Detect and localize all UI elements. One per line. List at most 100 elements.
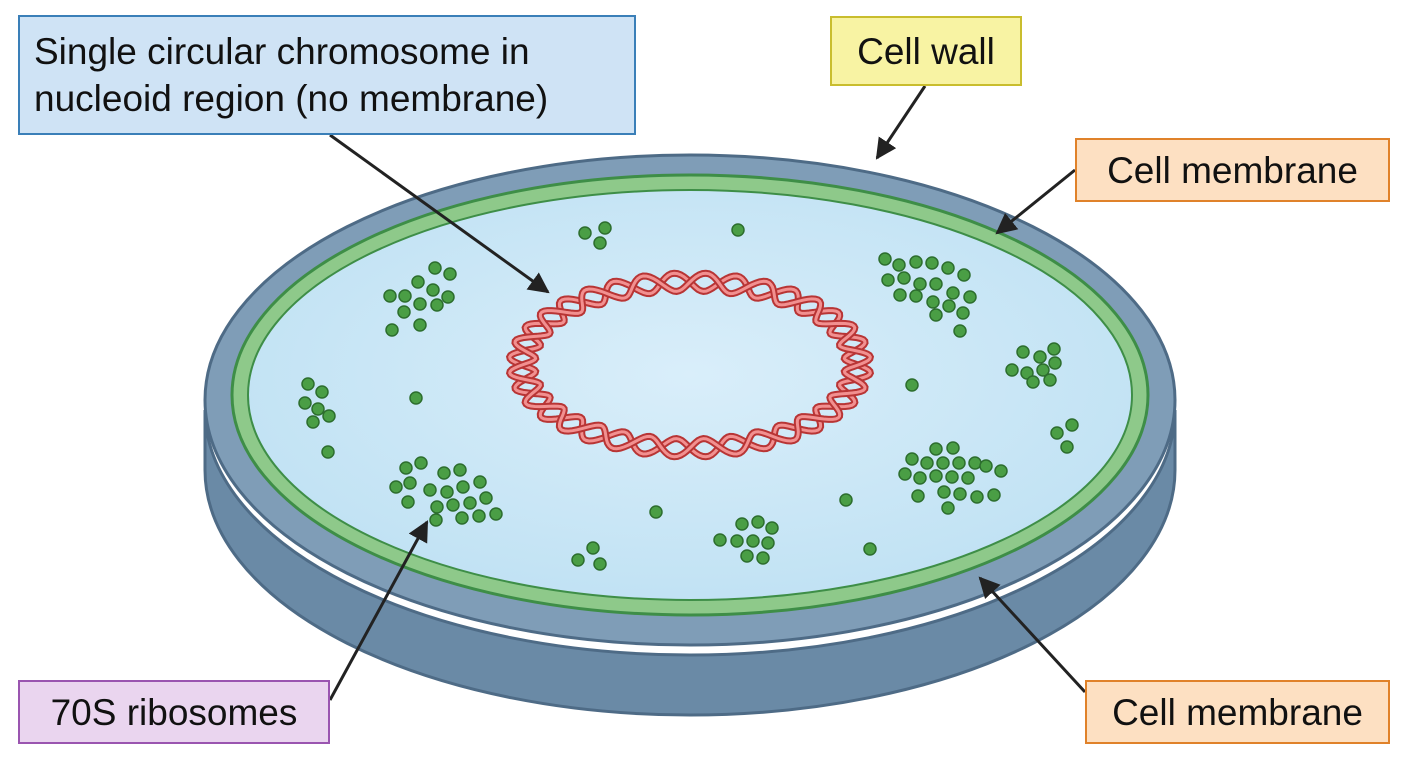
ribosome-dot-icon — [731, 223, 745, 237]
ribosome-dot-icon — [929, 442, 943, 456]
ribosome-dot-icon — [929, 277, 943, 291]
chromosome-strand-b — [508, 271, 872, 459]
ribosome-dot-icon — [937, 485, 951, 499]
ribosome-dot-icon — [441, 290, 455, 304]
ribosome-cluster — [898, 441, 1008, 515]
ribosome-dot-icon — [953, 487, 967, 501]
ribosome-dot-icon — [1036, 363, 1050, 377]
ribosome-dot-icon — [713, 533, 727, 547]
ribosome-dot-icon — [306, 415, 320, 429]
ribosome-dot-icon — [1026, 375, 1040, 389]
ribosome-dot-icon — [765, 521, 779, 535]
ribosome-cluster — [731, 223, 745, 237]
ribosome-dot-icon — [409, 391, 423, 405]
ribosome-dot-icon — [925, 256, 939, 270]
cell-membrane-bottom-label: Cell membrane — [1085, 680, 1390, 744]
ribosome-dot-icon — [913, 471, 927, 485]
ribosome-dot-icon — [443, 267, 457, 281]
ribosome-dot-icon — [941, 501, 955, 515]
ribosome-dot-icon — [578, 226, 592, 240]
ribosome-dot-icon — [994, 464, 1008, 478]
ribosome-dot-icon — [892, 258, 906, 272]
ribosome-dot-icon — [987, 488, 1001, 502]
ribosome-dot-icon — [423, 483, 437, 497]
ribosome-dot-icon — [446, 498, 460, 512]
ribosome-dot-icon — [1033, 350, 1047, 364]
ribosome-dot-icon — [936, 456, 950, 470]
ribosome-dot-icon — [730, 534, 744, 548]
ribosome-dot-icon — [598, 221, 612, 235]
chromosome-label-line-1: Single circular chromosome in — [34, 31, 530, 72]
ribosome-cluster — [298, 377, 336, 429]
ribosome-dot-icon — [456, 480, 470, 494]
ribosome-dot-icon — [301, 377, 315, 391]
ribosome-dot-icon — [945, 470, 959, 484]
ribosome-dot-icon — [897, 271, 911, 285]
ribosome-dot-icon — [963, 290, 977, 304]
cell-membrane-top-label: Cell membrane — [1075, 138, 1390, 202]
ribosome-dot-icon — [403, 476, 417, 490]
ribosome-dot-icon — [946, 441, 960, 455]
cell-membrane-bottom-label-text: Cell membrane — [1112, 691, 1363, 733]
cytoplasm — [247, 189, 1133, 601]
ribosome-dot-icon — [649, 505, 663, 519]
chromosome-label-line-2: nucleoid region (no membrane) — [34, 78, 549, 119]
ribosome-dot-icon — [383, 289, 397, 303]
ribosome-dot-icon — [414, 456, 428, 470]
arrow-ribosomes — [328, 520, 429, 701]
ribosome-dot-icon — [909, 255, 923, 269]
ribosome-dot-icon — [428, 261, 442, 275]
ribosome-dot-icon — [1048, 356, 1062, 370]
ribosome-dot-icon — [455, 511, 469, 525]
ribosome-cluster — [409, 391, 423, 405]
ribosome-clusters — [298, 221, 1079, 571]
ribosome-dot-icon — [463, 496, 477, 510]
ribosome-dot-icon — [453, 463, 467, 477]
ribosome-dot-icon — [898, 467, 912, 481]
ribosome-dot-icon — [863, 542, 877, 556]
ribosome-dot-icon — [761, 536, 775, 550]
ribosome-dot-icon — [315, 385, 329, 399]
ribosome-dot-icon — [926, 295, 940, 309]
leader-arrows — [328, 85, 1087, 701]
ribosome-dot-icon — [909, 289, 923, 303]
ribosome-cluster — [321, 445, 335, 459]
ribosome-dot-icon — [881, 273, 895, 287]
arrow-cell-membrane-bottom — [978, 576, 1087, 694]
ribosome-cluster — [713, 515, 779, 565]
ribosome-dot-icon — [479, 491, 493, 505]
cell-membrane-top-label-text: Cell membrane — [1107, 149, 1358, 191]
ribosome-dot-icon — [430, 298, 444, 312]
ribosome-dot-icon — [905, 378, 919, 392]
arrow-cell-membrane-top — [995, 168, 1076, 235]
ribosome-dot-icon — [311, 402, 325, 416]
ribosome-dot-icon — [437, 466, 451, 480]
ribosome-dot-icon — [957, 268, 971, 282]
ribosome-cluster — [878, 252, 977, 338]
ribosome-dot-icon — [735, 517, 749, 531]
chromosome-label: Single circular chromosome in nucleoid r… — [18, 15, 636, 135]
ribosome-dot-icon — [440, 485, 454, 499]
ribosome-dot-icon — [398, 289, 412, 303]
ribosome-cluster — [389, 456, 503, 527]
ribosome-dot-icon — [956, 306, 970, 320]
ribosome-dot-icon — [941, 261, 955, 275]
ribosome-dot-icon — [968, 456, 982, 470]
cell-wall-label-text: Cell wall — [857, 30, 995, 72]
ribosome-cluster — [578, 221, 612, 250]
ribosome-dot-icon — [593, 236, 607, 250]
ribosome-dot-icon — [322, 409, 336, 423]
ribosome-dot-icon — [489, 507, 503, 521]
ribosome-dot-icon — [571, 553, 585, 567]
ribosome-dot-icon — [413, 318, 427, 332]
ribosome-dot-icon — [905, 452, 919, 466]
ribosome-dot-icon — [1043, 373, 1057, 387]
ribosome-cluster — [1005, 342, 1062, 389]
ribosome-dot-icon — [946, 286, 960, 300]
cell-wall-label: Cell wall — [830, 16, 1022, 86]
arrow-cell-wall — [875, 85, 927, 160]
ribosome-dot-icon — [929, 308, 943, 322]
ribosome-dot-icon — [426, 283, 440, 297]
